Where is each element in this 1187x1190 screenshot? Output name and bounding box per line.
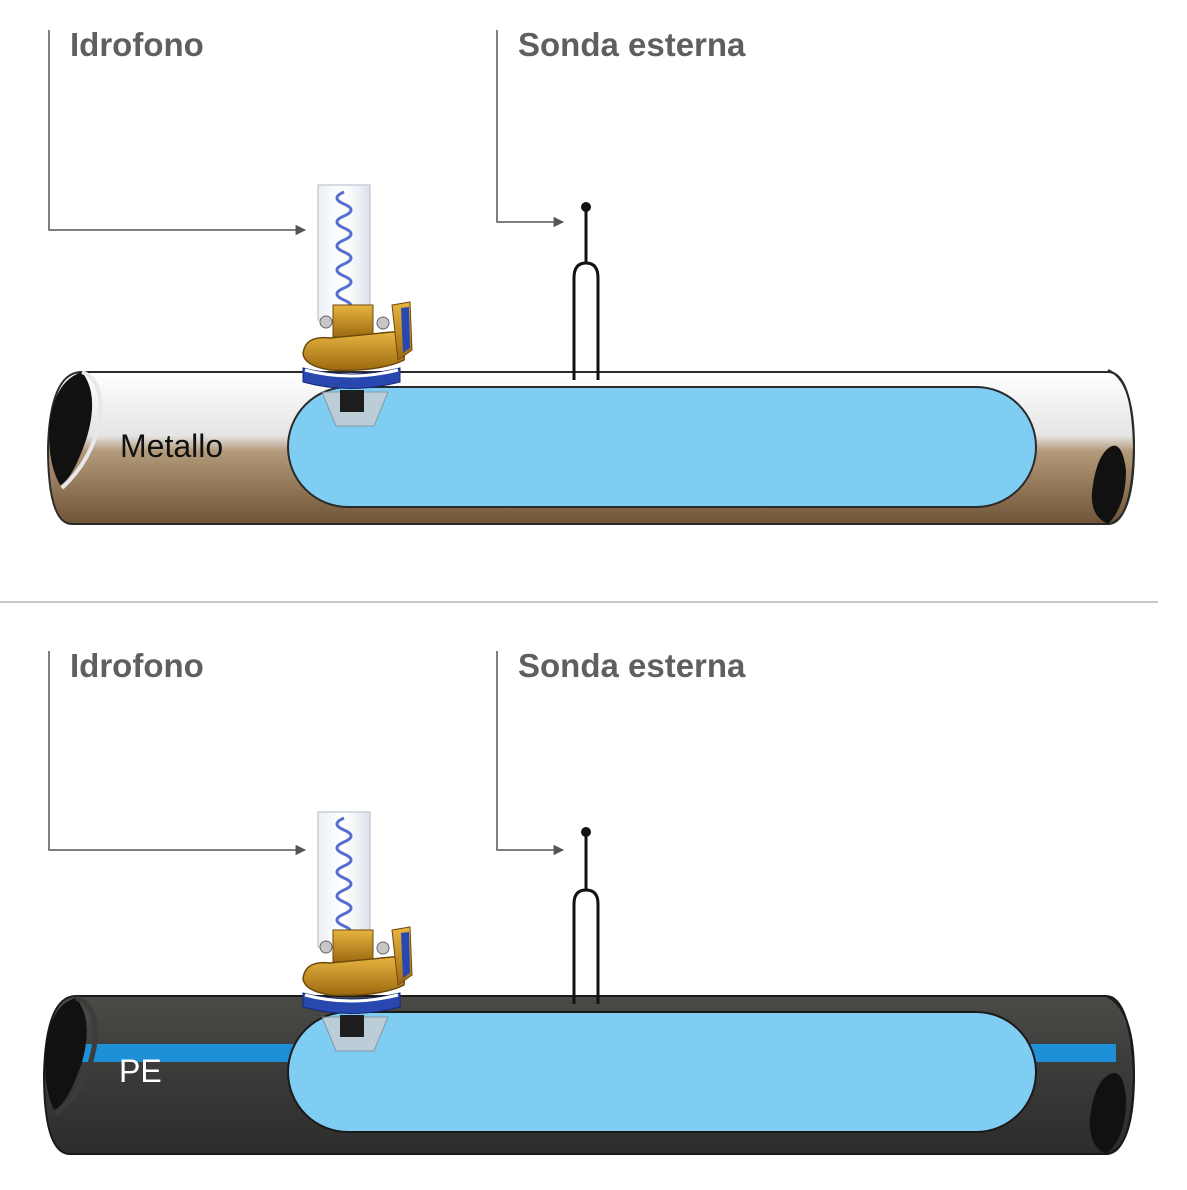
- hydrophone-label: Idrofono: [70, 647, 204, 684]
- panel-pe: Idrofono Sonda esterna PE: [42, 647, 1136, 1155]
- water-window: [287, 1011, 1037, 1133]
- probe-label: Sonda esterna: [518, 647, 746, 684]
- external-probe: [572, 202, 600, 380]
- water-window: [287, 386, 1037, 508]
- pe-pipe: PE: [42, 995, 1136, 1155]
- panel-metal: Idrofono Sonda esterna Metallo: [46, 26, 1136, 525]
- pipe-material-label: Metallo: [120, 428, 223, 464]
- hydrophone-label: Idrofono: [70, 26, 204, 63]
- hydrophone-leader-line: [48, 651, 307, 856]
- probe-leader-line: [496, 30, 565, 228]
- hydrophone-device: [302, 184, 413, 427]
- probe-label: Sonda esterna: [518, 26, 746, 63]
- hydrophone-device: [302, 811, 413, 1052]
- hydrophone-leader-line: [48, 30, 307, 236]
- metal-pipe: Metallo: [46, 369, 1136, 525]
- external-probe: [572, 827, 600, 1004]
- pipe-material-label: PE: [119, 1053, 162, 1089]
- probe-leader-line: [496, 651, 565, 856]
